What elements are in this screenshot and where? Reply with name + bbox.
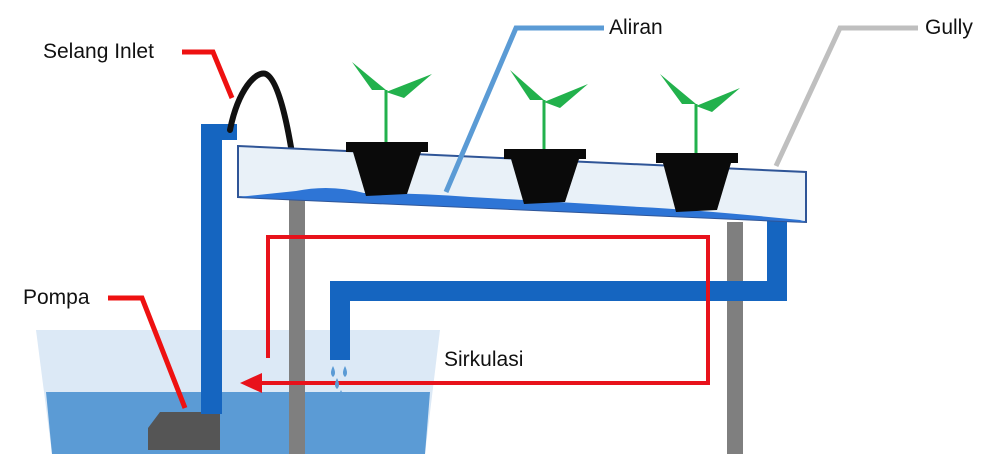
leaf-icon [696, 88, 740, 112]
plant-2 [504, 149, 586, 204]
net-pot [511, 159, 579, 204]
circulation-arrowhead [240, 373, 262, 393]
return-pipe [330, 218, 787, 360]
net-pot [353, 152, 421, 196]
seedling-3 [660, 74, 740, 153]
droplet-icon [339, 390, 343, 401]
leader-gully [773, 25, 918, 168]
plant-3 [656, 153, 738, 212]
nutrient-flow [238, 187, 806, 222]
leader-selang-inlet [182, 49, 235, 99]
circulation-loop [258, 235, 710, 385]
net-pot [663, 163, 731, 212]
seedling-1 [352, 62, 432, 142]
label-selang-inlet: Selang Inlet [43, 40, 154, 63]
pump [148, 412, 220, 450]
label-aliran: Aliran [609, 16, 663, 39]
droplet-icon [343, 366, 347, 377]
leader-pompa [108, 295, 188, 409]
net-pot-rim [346, 142, 428, 152]
label-sirkulasi: Sirkulasi [444, 348, 524, 371]
label-pompa: Pompa [23, 286, 90, 309]
plant-1 [346, 142, 428, 196]
drip-droplets [331, 366, 347, 401]
net-pot-rim [656, 153, 738, 163]
support-leg-right [727, 222, 743, 454]
net-pot-rim [504, 149, 586, 159]
leaf-icon [544, 84, 588, 108]
reservoir-water [46, 392, 430, 454]
leaf-icon [660, 74, 696, 104]
droplet-icon [335, 378, 339, 389]
label-gully: Gully [925, 16, 973, 39]
seedling-2 [510, 70, 588, 149]
leader-aliran [443, 25, 604, 193]
droplet-icon [331, 366, 335, 377]
leaf-icon [386, 74, 432, 98]
leaf-icon [510, 70, 544, 100]
inlet-pipe [201, 124, 222, 414]
leaf-icon [352, 62, 386, 90]
support-leg-left [289, 200, 305, 454]
